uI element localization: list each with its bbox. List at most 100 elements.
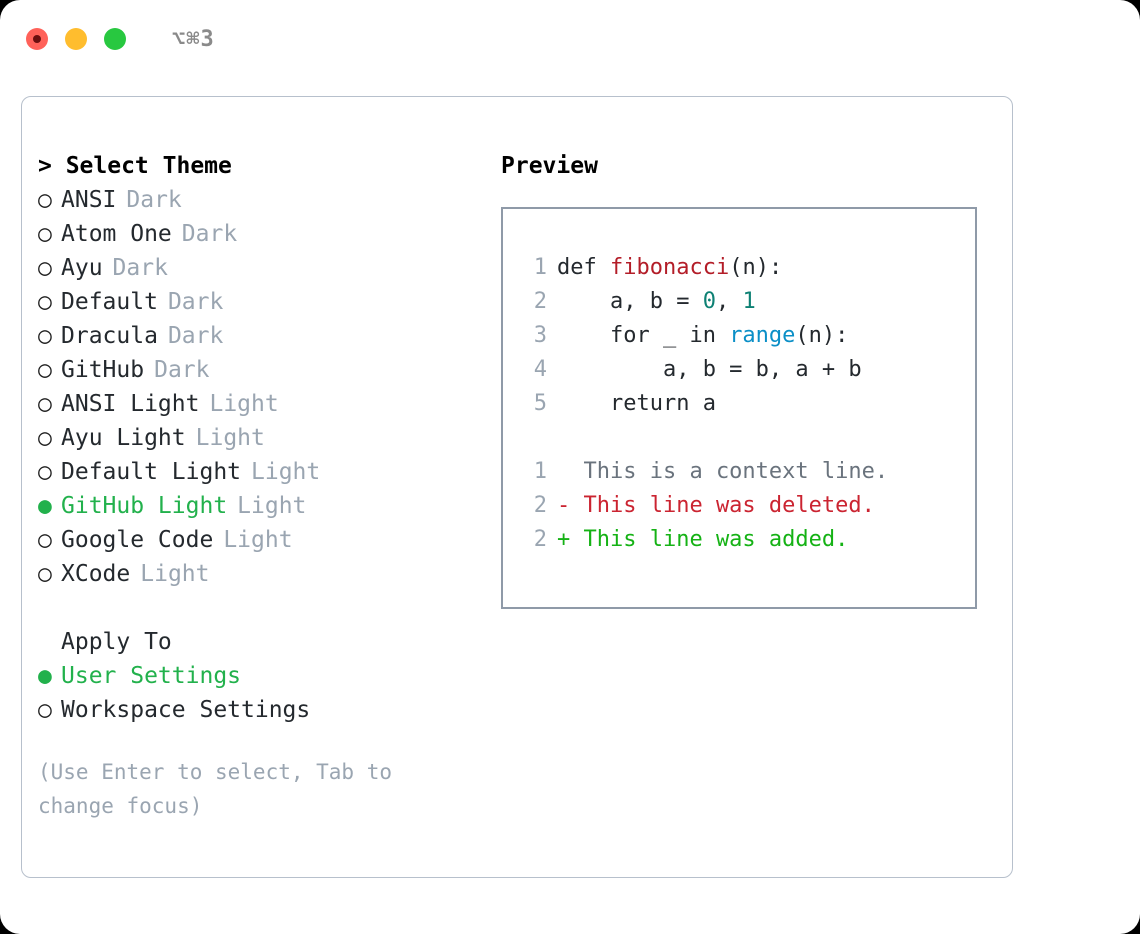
theme-option-category: Dark	[167, 289, 224, 315]
window-controls	[26, 28, 126, 50]
radio-unselected-icon: ○	[38, 357, 52, 383]
diff-line-text: This is a context line.	[557, 459, 889, 484]
diff-line-text: - This line was deleted.	[557, 493, 875, 518]
keyboard-shortcut-label: ⌥⌘3	[172, 26, 215, 52]
line-number: 1	[533, 255, 547, 280]
theme-option-category: Dark	[154, 357, 210, 383]
diff-sample: 1 This is a context line. 2 - This line wa…	[521, 455, 975, 557]
theme-option-label: ANSI Light	[61, 391, 200, 417]
theme-option-category: Dark	[126, 187, 182, 213]
close-button[interactable]	[26, 28, 48, 50]
line-number: 4	[533, 357, 547, 382]
theme-option-category: Dark	[112, 255, 168, 281]
line-number: 2	[533, 527, 547, 552]
theme-option-label: Dracula	[61, 323, 158, 349]
radio-unselected-icon: ○	[38, 459, 52, 485]
diff-line-del: 2 - This line was deleted.	[521, 489, 975, 523]
code-line: 2 a, b = 0, 1	[521, 285, 975, 319]
diff-line-add: 2 + This line was added.	[521, 523, 975, 557]
code-line: 4 a, b = b, a + b	[521, 353, 975, 387]
code-token-num: 0	[702, 289, 716, 314]
radio-selected-icon: ●	[38, 493, 52, 519]
code-token-plain: a, b = b, a + b	[557, 357, 862, 382]
theme-option-label: ANSI	[61, 187, 117, 213]
line-number: 2	[533, 493, 547, 518]
radio-unselected-icon: ○	[38, 255, 52, 281]
theme-option-label: Google Code	[61, 527, 214, 553]
theme-option-ansi[interactable]: ○ ANSI Dark	[38, 183, 498, 217]
diff-line-text: + This line was added.	[557, 527, 849, 552]
theme-option-category: Light	[223, 527, 293, 553]
theme-option-ansi-light[interactable]: ○ ANSI Light Light	[38, 387, 498, 421]
code-diff-spacer	[521, 421, 975, 455]
theme-option-category: Light	[140, 561, 210, 587]
apply-to-option-label: Workspace Settings	[61, 697, 311, 723]
radio-unselected-icon: ○	[38, 391, 52, 417]
line-number: 5	[533, 391, 547, 416]
theme-option-category: Light	[209, 391, 279, 417]
code-token-plain: (n):	[729, 255, 783, 280]
code-token-num: 1	[742, 289, 756, 314]
diff-line-ctx: 1 This is a context line.	[521, 455, 975, 489]
line-number: 3	[533, 323, 547, 348]
apply-to-option-label: User Settings	[61, 663, 242, 689]
radio-unselected-icon: ○	[38, 425, 52, 451]
title-bar: ⌥⌘3	[0, 0, 1140, 78]
preview-header: Preview	[501, 153, 598, 179]
select-theme-header: > Select Theme	[38, 153, 232, 179]
maximize-button[interactable]	[104, 28, 126, 50]
radio-unselected-icon: ○	[38, 221, 52, 247]
code-token-plain: (n):	[795, 323, 849, 348]
code-line: 1 def fibonacci(n):	[521, 251, 975, 285]
radio-selected-icon: ●	[38, 663, 52, 689]
close-icon	[33, 35, 41, 43]
theme-option-category: Dark	[167, 323, 224, 349]
code-token-fn: fibonacci	[609, 255, 730, 280]
code-token-call: range	[729, 323, 796, 348]
radio-unselected-icon: ○	[38, 187, 52, 213]
theme-option-label: Default	[61, 289, 158, 315]
code-token-plain: for _ in	[557, 323, 730, 348]
code-token-plain: def	[557, 255, 610, 280]
theme-option-label: Ayu Light	[61, 425, 186, 451]
line-number: 1	[533, 459, 547, 484]
theme-option-default-light[interactable]: ○ Default Light Light	[38, 455, 498, 489]
theme-option-label: Atom One	[61, 221, 172, 247]
apply-to-header: Apply To	[61, 629, 172, 655]
theme-option-category: Light	[195, 425, 265, 451]
theme-option-label: GitHub Light	[61, 493, 228, 519]
theme-option-google-code[interactable]: ○ Google Code Light	[38, 523, 498, 557]
code-token-plain: a, b =	[557, 289, 703, 314]
code-line: 3 for _ in range(n):	[521, 319, 975, 353]
apply-to-list[interactable]: ● User Settings ○ Workspace Settings	[38, 659, 498, 727]
radio-unselected-icon: ○	[38, 527, 52, 553]
theme-option-ayu-light[interactable]: ○ Ayu Light Light	[38, 421, 498, 455]
apply-to-option-workspace-settings[interactable]: ○ Workspace Settings	[38, 693, 498, 727]
theme-option-label: Default Light	[61, 459, 242, 485]
theme-option-label: XCode	[61, 561, 131, 587]
minimize-button[interactable]	[65, 28, 87, 50]
keyboard-hint-text: (Use Enter to select, Tab to change focu…	[38, 760, 405, 818]
theme-option-github[interactable]: ○ GitHub Dark	[38, 353, 498, 387]
theme-option-label: GitHub	[61, 357, 145, 383]
theme-option-atom-one[interactable]: ○ Atom One Dark	[38, 217, 498, 251]
code-token-plain: ,	[715, 289, 743, 314]
line-number: 2	[533, 289, 547, 314]
code-line: 5 return a	[521, 387, 975, 421]
radio-unselected-icon: ○	[38, 697, 52, 723]
theme-option-category: Dark	[181, 221, 238, 247]
apply-to-option-user-settings[interactable]: ● User Settings	[38, 659, 498, 693]
theme-option-category: Light	[251, 459, 321, 485]
